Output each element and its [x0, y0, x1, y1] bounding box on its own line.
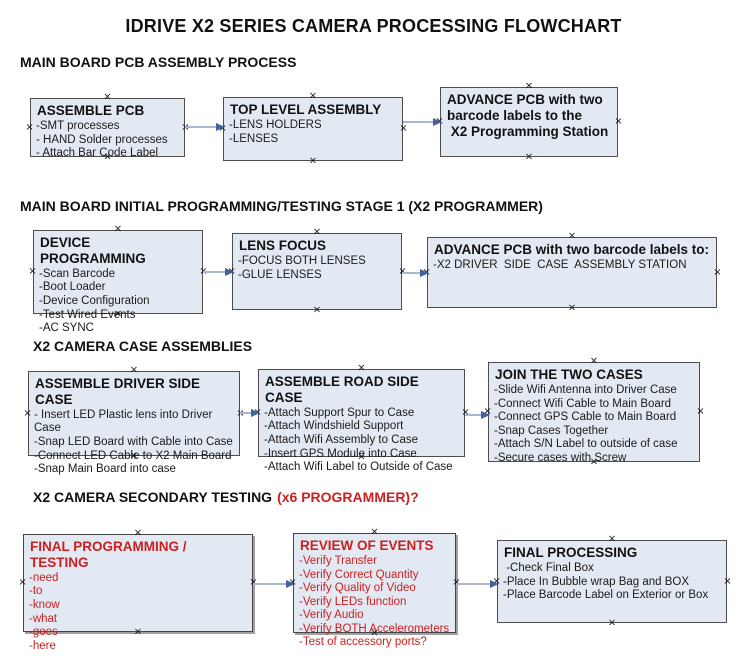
box-lines: -Verify Transfer -Verify Correct Quantit…: [299, 554, 450, 649]
box-lines: -X2 DRIVER SIDE CASE ASSEMBLY STATION: [433, 258, 687, 271]
anchor-mark: ×: [607, 617, 617, 629]
box-lines: -FOCUS BOTH LENSES -GLUE LENSES: [238, 254, 366, 281]
box-title: ADVANCE PCB with two barcode labels to t…: [447, 92, 609, 139]
box-title: LENS FOCUS: [239, 238, 327, 253]
anchor-mark: ×: [524, 151, 534, 163]
section-header-secondary-testing-black: X2 CAMERA SECONDARY TESTING: [33, 489, 273, 505]
box-lens-focus: LENS FOCUS -FOCUS BOTH LENSES -GLUE LENS…: [227, 227, 406, 315]
arrowhead-icon: [481, 411, 490, 419]
box-lines: -Slide Wifi Antenna into Driver Case -Co…: [494, 383, 678, 464]
box-title: ASSEMBLE ROAD SIDE CASE: [265, 374, 423, 405]
box-title: FINAL PROGRAMMING / TESTING: [30, 539, 191, 570]
arrowhead-icon: [225, 268, 234, 276]
section-header-secondary-testing-red: (x6 PROGRAMMER)?: [277, 489, 419, 505]
box-title: ASSEMBLE PCB: [37, 103, 145, 118]
box-title: TOP LEVEL ASSEMBLY: [230, 102, 382, 117]
box-lines: -need -to -know -what -goes -here: [29, 571, 60, 652]
connector-arrow: [253, 580, 295, 588]
arrowhead-icon: [490, 580, 499, 588]
box-title: JOIN THE TWO CASES: [495, 367, 643, 382]
box-title: REVIEW OF EVENTS: [300, 538, 434, 553]
box-device-programming: DEVICE PROGRAMMING -Scan Barcode -Boot L…: [28, 224, 207, 334]
box-title: DEVICE PROGRAMMING: [40, 235, 146, 266]
connector-arrow: [185, 123, 225, 131]
box-title: FINAL PROCESSING: [504, 545, 638, 560]
box-assemble-road-side-case: ASSEMBLE ROAD SIDE CASE -Attach Support …: [253, 363, 469, 473]
section-header-case-assemblies: X2 CAMERA CASE ASSEMBLIES: [33, 338, 253, 354]
box-advance-pcb-programming-station: ADVANCE PCB with two barcode labels to t…: [435, 81, 622, 162]
anchor-mark: ×: [312, 304, 322, 316]
connector-arrow: [240, 409, 260, 417]
section-header-pcb-assembly: MAIN BOARD PCB ASSEMBLY PROCESS: [20, 54, 297, 70]
page-title: IDRIVE X2 SERIES CAMERA PROCESSING FLOWC…: [125, 16, 622, 36]
box-lines: -LENS HOLDERS -LENSES: [229, 118, 322, 145]
box-assemble-driver-side-case: ASSEMBLE DRIVER SIDE CASE - Insert LED P…: [23, 365, 244, 475]
arrowhead-icon: [216, 123, 225, 131]
box-final-processing: FINAL PROCESSING -Check Final Box -Place…: [492, 534, 731, 628]
arrowhead-icon: [433, 118, 442, 126]
section-header-initial-programming: MAIN BOARD INITIAL PROGRAMMING/TESTING S…: [20, 198, 543, 214]
arrowhead-icon: [286, 580, 295, 588]
box-review-of-events: REVIEW OF EVENTS -Verify Transfer -Verif…: [288, 527, 460, 648]
box-top-level-assembly: TOP LEVEL ASSEMBLY -LENS HOLDERS -LENSES…: [218, 91, 407, 166]
connector-arrow: [402, 269, 429, 277]
box-join-the-two-cases: JOIN THE TWO CASES -Slide Wifi Antenna i…: [483, 356, 704, 467]
box-lines: -Attach Support Spur to Case -Attach Win…: [264, 406, 453, 474]
box-title: ADVANCE PCB with two barcode labels to:: [434, 242, 710, 257]
box-lines: -Check Final Box -Place In Bubble wrap B…: [503, 561, 709, 602]
arrowhead-icon: [420, 269, 429, 277]
arrowhead-icon: [251, 409, 260, 417]
anchor-mark: ×: [308, 155, 318, 167]
box-assemble-pcb: ASSEMBLE PCB -SMT processes - HAND Solde…: [25, 92, 189, 162]
anchor-mark: ×: [567, 302, 577, 314]
box-advance-pcb-driver-side-station: ADVANCE PCB with two barcode labels to: …: [422, 231, 721, 313]
connector-arrow: [403, 118, 442, 126]
connector-arrow: [465, 411, 490, 419]
box-title: ASSEMBLE DRIVER SIDE CASE: [35, 376, 204, 407]
section-header-secondary-testing: X2 CAMERA SECONDARY TESTING(x6 PROGRAMME…: [33, 489, 419, 505]
box-final-programming-testing: FINAL PROGRAMMING / TESTING -need -to -k…: [18, 528, 257, 652]
connector-arrow: [456, 580, 499, 588]
box-lines: -Scan Barcode -Boot Loader -Device Confi…: [39, 267, 150, 335]
connector-arrow: [203, 268, 234, 276]
box-lines: - Insert LED Plastic lens into Driver Ca…: [34, 408, 233, 476]
box-lines: -SMT processes - HAND Solder processes -…: [36, 119, 168, 160]
